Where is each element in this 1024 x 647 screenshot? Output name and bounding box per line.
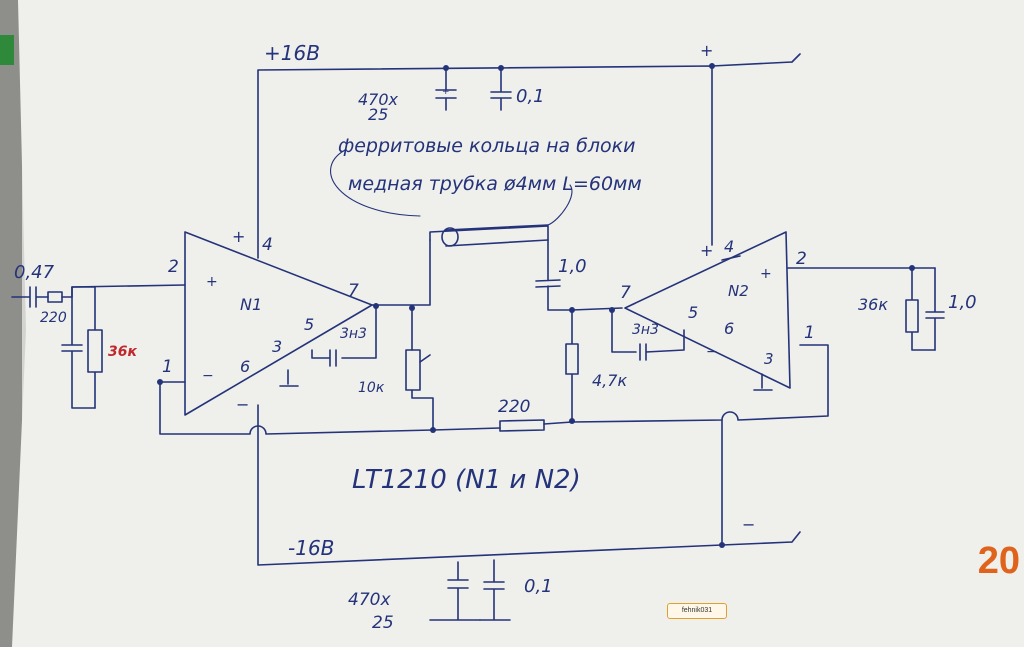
n2-comp-cap-value: 3н3 (632, 322, 659, 338)
right-plus-sign: + (700, 41, 713, 60)
n2-pin-3: 3 (764, 350, 774, 368)
n1-pin-1: 1 (162, 357, 173, 377)
output-shunt-value: 36к (858, 295, 888, 314)
top-elcap-value: 470х (358, 90, 399, 109)
opamp-n1 (184, 231, 373, 416)
input-cap-value: 0,47 (14, 262, 55, 283)
top-ceramic-cap (490, 67, 512, 111)
negative-rail (257, 404, 801, 566)
n2-in-minus-sign: − (706, 344, 718, 360)
positive-rail-label: +16В (264, 41, 320, 65)
right-shunt-value: 4,7к (592, 371, 627, 390)
n1-pin-7: 7 (348, 281, 359, 301)
bridge-resistor-value: 220 (498, 397, 530, 417)
n1-pin-3: 3 (272, 337, 282, 356)
opamp-n2 (624, 231, 791, 391)
n2-vplus-sign: + (700, 241, 713, 260)
copper-tube (330, 149, 573, 247)
page-number: 20 (977, 540, 1020, 582)
n2-pin-7: 7 (620, 283, 631, 303)
n1-comp-cap-value: 3н3 (340, 326, 367, 342)
author-badge[interactable]: fehnik031 (667, 603, 727, 619)
right-minus-sign: − (742, 515, 755, 534)
input-network (11, 284, 186, 409)
n1-pin-2: 2 (168, 257, 179, 277)
n1-pin-4: 4 (262, 235, 273, 255)
n1-pin-5: 5 (304, 315, 314, 334)
input-shunt-resistor-value: 36к (108, 344, 137, 360)
n1-output-network (279, 239, 434, 431)
n1-in-plus-sign: + (206, 274, 218, 290)
output-network (787, 265, 945, 351)
input-series-resistor-value: 220 (40, 310, 67, 326)
n2-pin-2: 2 (796, 249, 807, 269)
n2-pin-4: 4 (724, 237, 734, 256)
negative-rail-label: -16В (288, 536, 334, 560)
right-comp-cap (611, 309, 685, 361)
bottom-elcap-voltage: 25 (372, 613, 394, 633)
feedback-pot-value: 10к (358, 380, 385, 396)
bottom-ceramic-cap (479, 559, 511, 621)
note-line-1: ферритовые кольца на блоки (338, 135, 636, 157)
note-line-2: медная трубка ø4мм L=60мм (348, 173, 642, 195)
feedback-line (159, 344, 829, 435)
diagram-caption: LT1210 (N1 и N2) (352, 465, 581, 495)
n2-label: N2 (728, 282, 749, 300)
n2-in-plus-sign: + (760, 266, 772, 282)
n1-vminus-sign: − (236, 395, 249, 414)
paper-sheet (12, 0, 1024, 647)
bottom-ceramic-value: 0,1 (524, 576, 553, 597)
n1-pin-6: 6 (240, 357, 250, 376)
n2-pin-5: 5 (688, 303, 698, 322)
coupling-cap-value: 1,0 (558, 256, 587, 277)
svg-text:+: + (442, 87, 450, 97)
bottom-electrolytic-cap (429, 561, 481, 621)
n1-vplus-sign: + (232, 227, 245, 246)
n1-in-minus-sign: − (202, 368, 214, 384)
n2-pin-6: 6 (724, 319, 734, 338)
top-elcap-voltage: 25 (368, 105, 388, 124)
top-ceramic-value: 0,1 (516, 86, 545, 107)
n2-pin-1: 1 (804, 323, 815, 343)
right-shunt-resistor (565, 309, 579, 422)
bottom-elcap-value: 470х (348, 590, 391, 610)
top-electrolytic-cap: + (435, 67, 457, 111)
n1-label: N1 (240, 295, 262, 314)
output-cap-value: 1,0 (948, 292, 977, 313)
